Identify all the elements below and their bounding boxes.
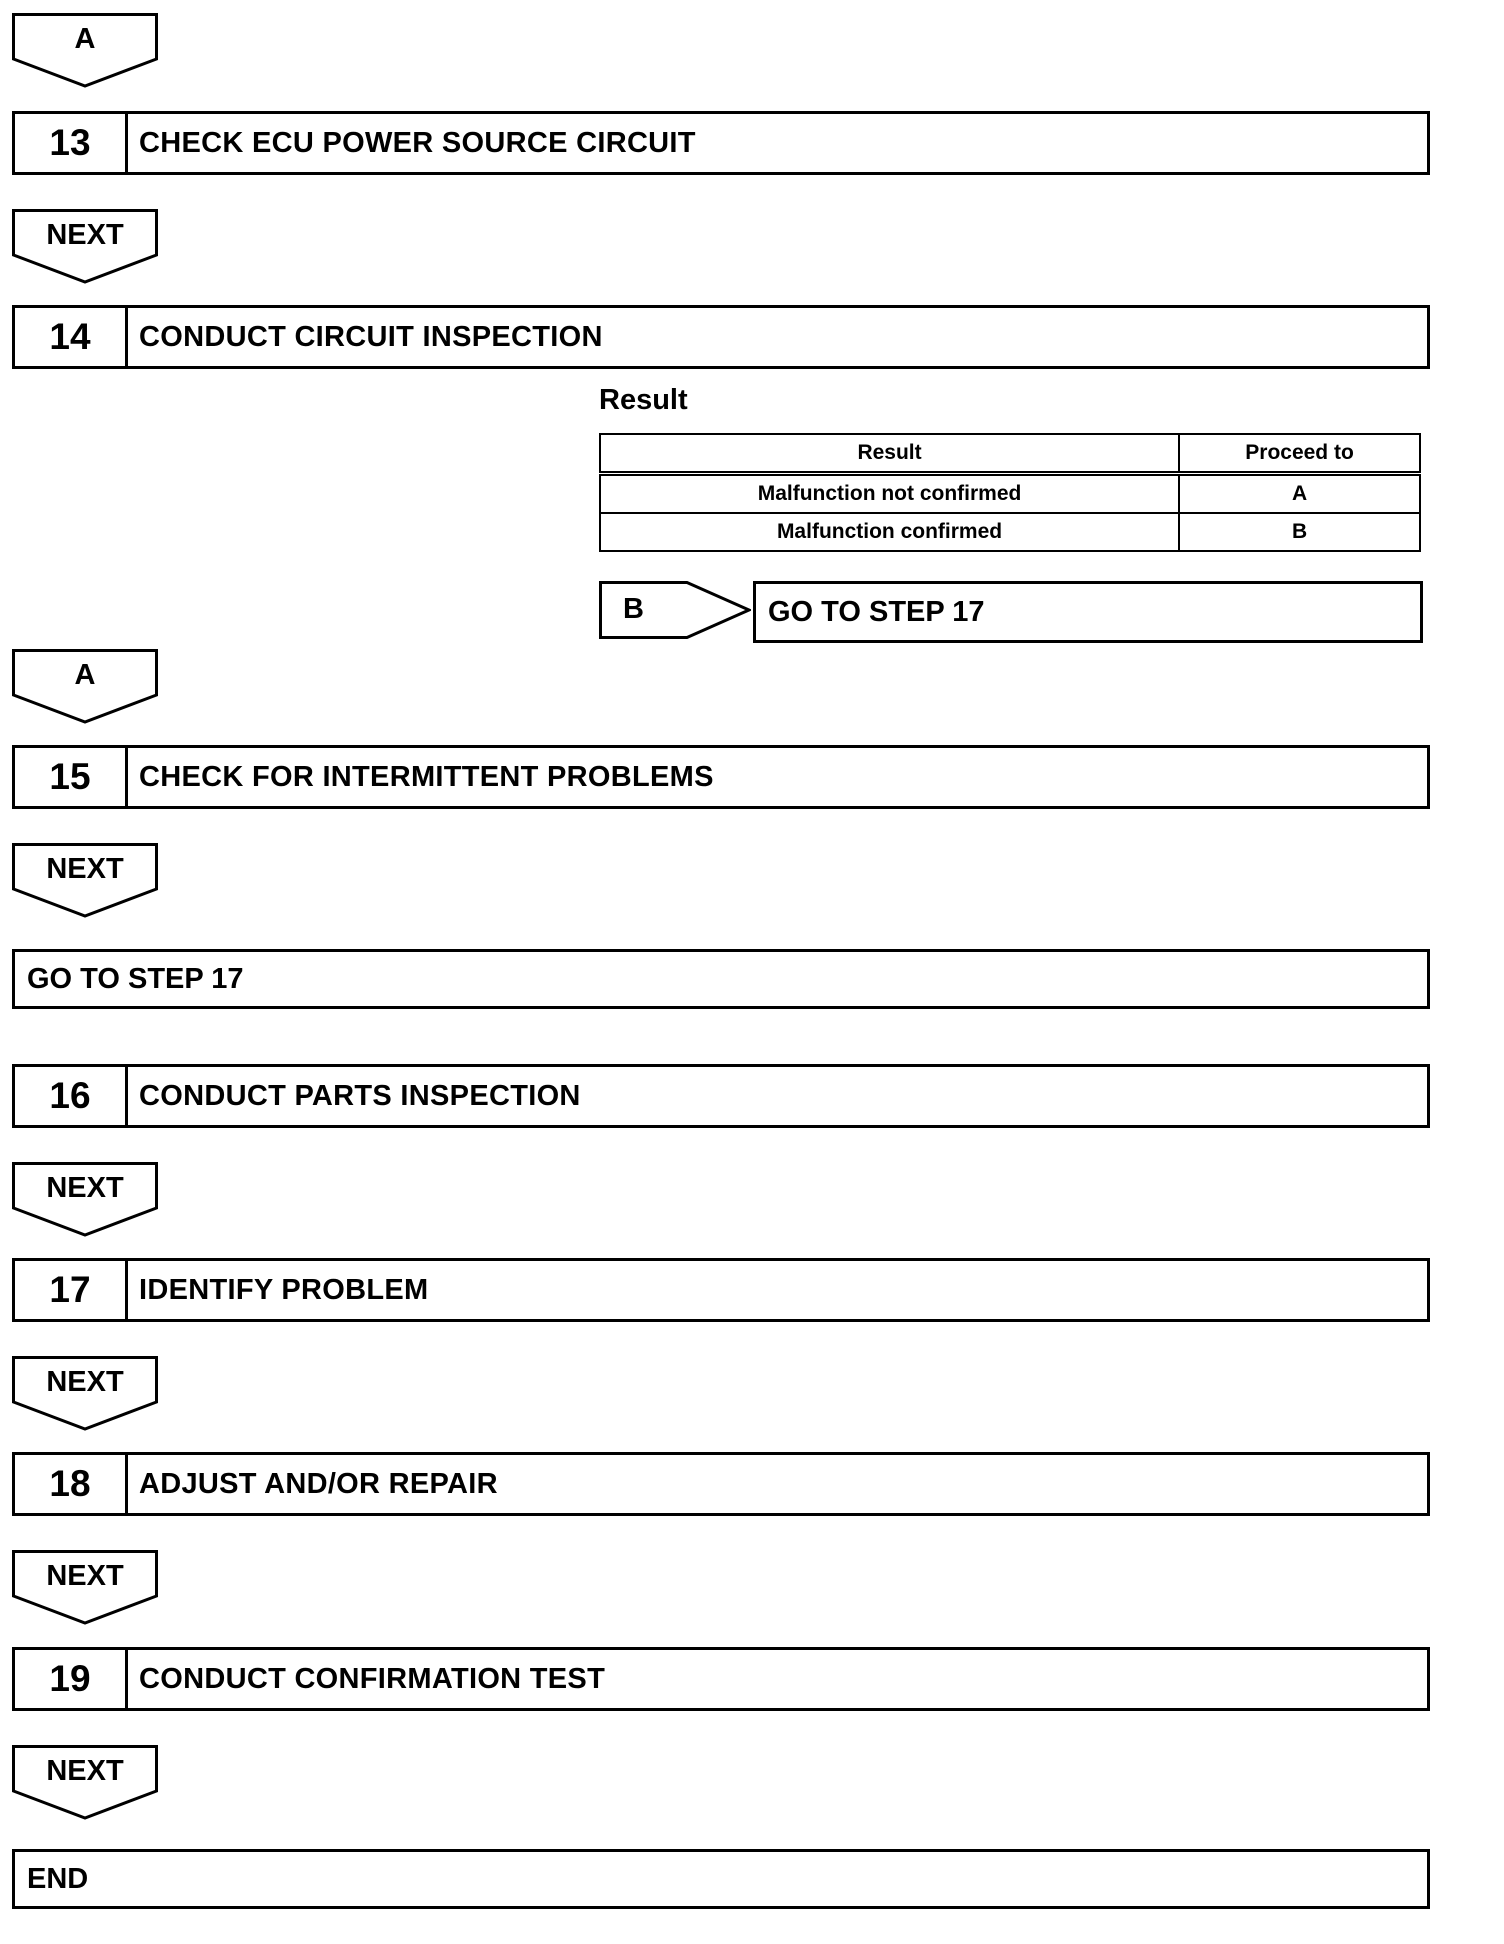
down-arrow-shape [12, 649, 158, 724]
result-heading: Result [599, 384, 688, 416]
next-label: NEXT [46, 1560, 124, 1592]
step-13: 13 CHECK ECU POWER SOURCE CIRCUIT [12, 111, 1430, 175]
goto-step-17: GO TO STEP 17 [12, 949, 1430, 1009]
header-proceed-to: Proceed to [1178, 433, 1421, 476]
connector-label: A [74, 659, 96, 691]
goto-step-17-branch: GO TO STEP 17 [753, 581, 1423, 643]
table-row: Malfunction not confirmed A [598, 472, 1421, 514]
next-arrow-2: NEXT [12, 843, 158, 919]
next-arrow-6: NEXT [12, 1745, 158, 1821]
header-result: Result [598, 433, 1181, 476]
connector-label: A [74, 23, 96, 55]
end-box: END [12, 1849, 1430, 1909]
down-arrow-shape [12, 1550, 158, 1625]
down-arrow-shape [12, 1162, 158, 1237]
down-arrow-shape [12, 1356, 158, 1431]
cell-proceed: B [1178, 512, 1421, 552]
branch-b-arrow: B [599, 581, 753, 639]
step-title: CONDUCT CIRCUIT INSPECTION [139, 320, 603, 353]
step-number: 15 [15, 748, 128, 806]
step-16: 16 CONDUCT PARTS INSPECTION [12, 1064, 1430, 1128]
step-title: IDENTIFY PROBLEM [139, 1273, 429, 1306]
right-arrow-shape [599, 581, 753, 639]
table-row: Malfunction confirmed B [598, 512, 1421, 552]
next-arrow-5: NEXT [12, 1550, 158, 1626]
connector-a: A [12, 649, 158, 725]
next-arrow-3: NEXT [12, 1162, 158, 1238]
cell-proceed: A [1178, 472, 1421, 514]
step-title: CONDUCT CONFIRMATION TEST [139, 1662, 606, 1695]
step-number: 14 [15, 308, 128, 366]
next-arrow-1: NEXT [12, 209, 158, 285]
cell-result: Malfunction confirmed [598, 512, 1181, 552]
step-number: 19 [15, 1650, 128, 1708]
down-arrow-shape [12, 209, 158, 284]
step-19: 19 CONDUCT CONFIRMATION TEST [12, 1647, 1430, 1711]
cell-result: Malfunction not confirmed [598, 472, 1181, 514]
connector-a-top: A [12, 13, 158, 89]
next-label: NEXT [46, 1172, 124, 1204]
next-label: NEXT [46, 219, 124, 251]
step-number: 13 [15, 114, 128, 172]
step-number: 16 [15, 1067, 128, 1125]
next-arrow-4: NEXT [12, 1356, 158, 1432]
down-arrow-shape [12, 843, 158, 918]
step-title: CHECK ECU POWER SOURCE CIRCUIT [139, 126, 696, 159]
step-18: 18 ADJUST AND/OR REPAIR [12, 1452, 1430, 1516]
next-label: NEXT [46, 1366, 124, 1398]
step-number: 18 [15, 1455, 128, 1513]
down-arrow-shape [12, 13, 158, 88]
step-14: 14 CONDUCT CIRCUIT INSPECTION [12, 305, 1430, 369]
step-number: 17 [15, 1261, 128, 1319]
next-label: NEXT [46, 853, 124, 885]
table-header-row: Result Proceed to [598, 433, 1421, 476]
step-title: CHECK FOR INTERMITTENT PROBLEMS [139, 760, 714, 793]
step-17: 17 IDENTIFY PROBLEM [12, 1258, 1430, 1322]
down-arrow-shape [12, 1745, 158, 1820]
branch-label: B [623, 593, 644, 625]
step-15: 15 CHECK FOR INTERMITTENT PROBLEMS [12, 745, 1430, 809]
step-title: ADJUST AND/OR REPAIR [139, 1467, 498, 1500]
step-title: CONDUCT PARTS INSPECTION [139, 1079, 581, 1112]
next-label: NEXT [46, 1755, 124, 1787]
result-table: Result Proceed to Malfunction not confir… [598, 433, 1421, 552]
